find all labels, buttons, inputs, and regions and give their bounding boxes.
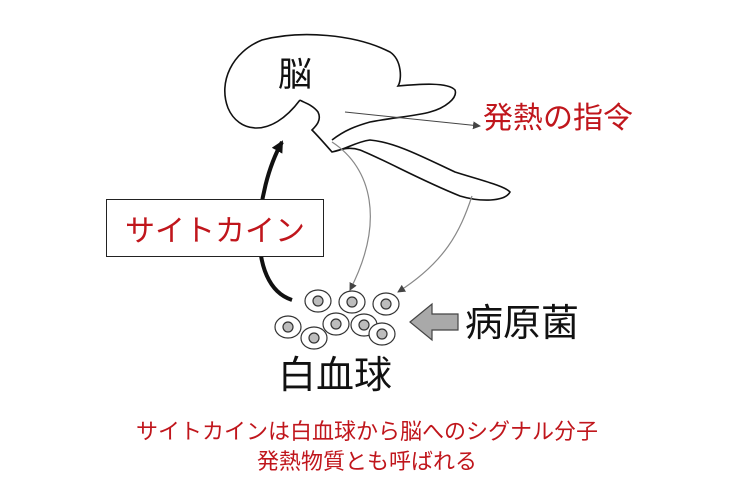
- pathogen-label: 病原菌: [465, 301, 580, 345]
- fever-command-label: 発熱の指令: [483, 101, 633, 136]
- brain-to-cells-arrow-left: [331, 141, 371, 291]
- pathogen-arrow: [409, 302, 459, 342]
- brain-outline: [224, 33, 511, 201]
- cytokine-box: サイトカイン: [106, 199, 324, 257]
- caption-line-2: 発熱物質とも呼ばれる: [256, 450, 477, 475]
- brain-label: 脳: [278, 55, 312, 95]
- white-blood-cell-label: 白血球: [278, 353, 393, 397]
- caption: サイトカインは白血球から脳へのシグナル分子 発熱物質とも呼ばれる: [0, 418, 734, 478]
- caption-line-1: サイトカインは白血球から脳へのシグナル分子: [135, 420, 598, 445]
- fever-command-arrow: [344, 111, 481, 130]
- brain-to-cells-arrow-right: [397, 195, 473, 293]
- white-blood-cells: [274, 289, 400, 350]
- cytokine-label: サイトカイン: [125, 214, 305, 249]
